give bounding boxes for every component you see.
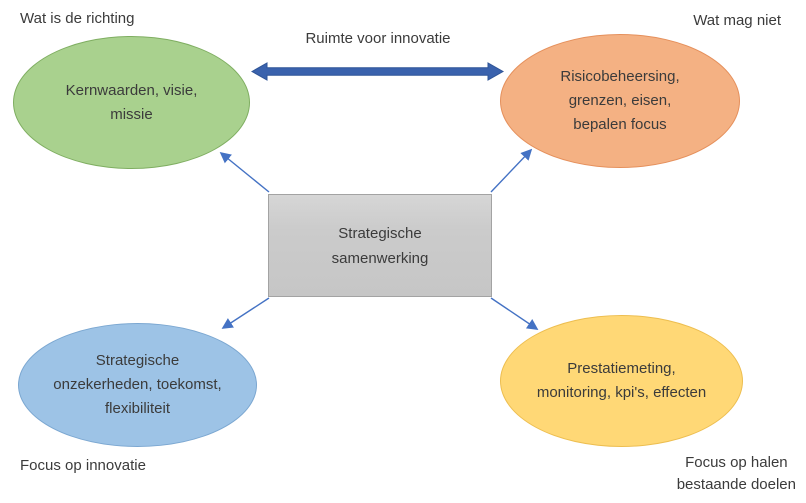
- ellipse-strategische-onzekerheden-line1: Strategische: [95, 352, 180, 369]
- label-wat-mag-niet: Wat mag niet: [693, 12, 781, 29]
- connector-center-to-prestatiemeting: [490, 297, 539, 330]
- connector-center-to-risicobeheersing: [490, 148, 533, 193]
- ellipse-risicobeheersing-text: Risicobeheersing, grenzen, eisen, bepale…: [560, 65, 679, 137]
- label-focus-op-halen-line2: bestaande doelen: [676, 476, 796, 493]
- ellipse-kernwaarden-line1: Kernwaarden, visie,: [65, 81, 198, 99]
- ellipse-risicobeheersing-line2: grenzen, eisen,: [568, 92, 672, 109]
- center-box-text: Strategische samenwerking: [332, 221, 429, 271]
- ellipse-kernwaarden: Kernwaarden, visie, missie: [13, 36, 250, 169]
- ellipse-risicobeheersing: Risicobeheersing, grenzen, eisen, bepale…: [500, 34, 740, 168]
- center-box-line1: Strategische: [338, 224, 422, 242]
- label-ruimte-voor-innovatie: Ruimte voor innovatie: [305, 30, 451, 47]
- ellipse-risicobeheersing-line1: Risicobeheersing,: [560, 68, 680, 85]
- ellipse-prestatiemeting-line2: monitoring, kpi's, effecten: [536, 384, 707, 401]
- connector-center-to-strategische-onzekerheden: [221, 297, 270, 329]
- connector-center-to-kernwaarden: [219, 151, 270, 193]
- ellipse-prestatiemeting-text: Prestatiemeting, monitoring, kpi's, effe…: [537, 357, 706, 405]
- ellipse-kernwaarden-text: Kernwaarden, visie, missie: [66, 79, 198, 127]
- center-box-strategische-samenwerking: Strategische samenwerking: [268, 194, 492, 297]
- label-focus-op-halen: Focus op halen bestaande doelen: [677, 452, 796, 496]
- double-arrow-ruimte-voor-innovatie: [250, 62, 505, 81]
- ellipse-risicobeheersing-line3: bepalen focus: [573, 116, 667, 133]
- ellipse-strategische-onzekerheden-line3: flexibiliteit: [104, 400, 171, 417]
- center-box-line2: samenwerking: [331, 249, 429, 267]
- ellipse-strategische-onzekerheden: Strategische onzekerheden, toekomst, fle…: [18, 323, 257, 447]
- label-wat-is-de-richting: Wat is de richting: [20, 10, 135, 27]
- label-focus-op-innovatie: Focus op innovatie: [20, 457, 146, 474]
- ellipse-prestatiemeting-line1: Prestatiemeting,: [567, 360, 676, 377]
- ellipse-prestatiemeting: Prestatiemeting, monitoring, kpi's, effe…: [500, 315, 743, 447]
- ellipse-kernwaarden-line2: missie: [110, 105, 153, 123]
- ellipse-strategische-onzekerheden-text: Strategische onzekerheden, toekomst, fle…: [53, 349, 221, 421]
- label-focus-op-halen-line1: Focus op halen: [685, 454, 788, 471]
- ellipse-strategische-onzekerheden-line2: onzekerheden, toekomst,: [53, 376, 222, 393]
